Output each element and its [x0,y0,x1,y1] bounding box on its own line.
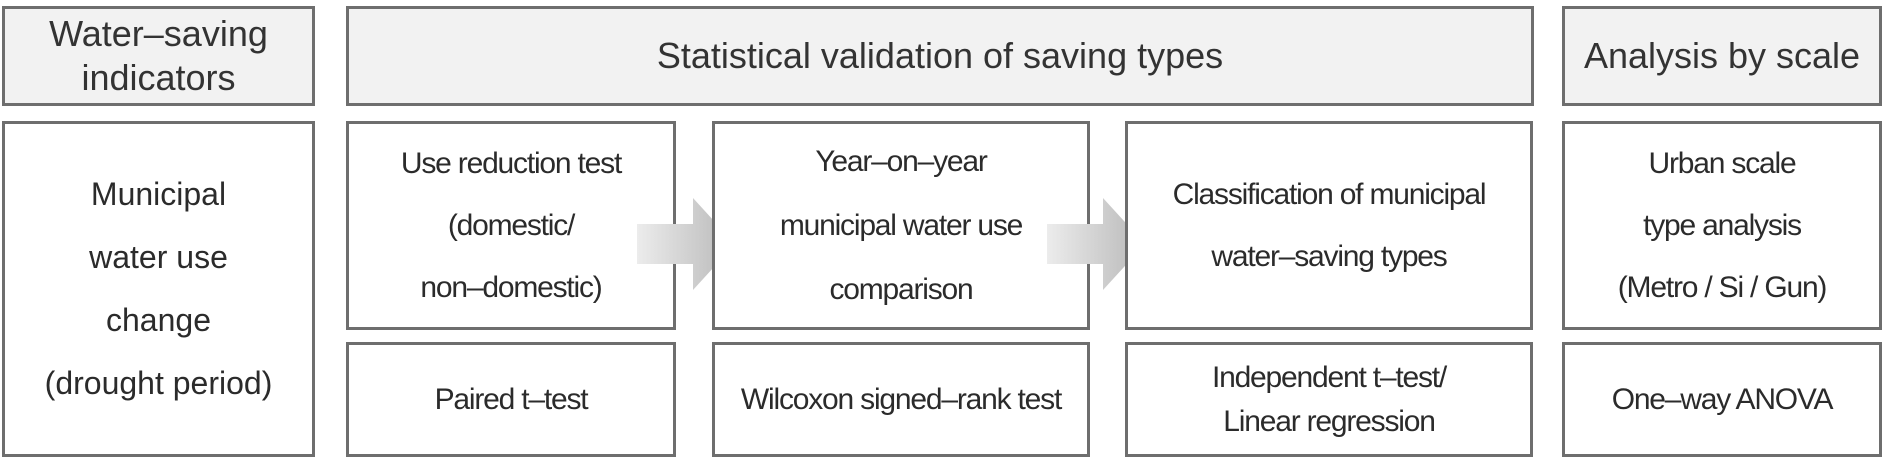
method-one-way-anova: One–way ANOVA [1562,342,1882,457]
method-line: Independent t–test/ [1211,360,1447,394]
arrow-right-icon [637,198,735,290]
step-line: municipal water use [779,208,1024,242]
indicator-line: (drought period) [44,365,273,401]
method-line: Wilcoxon signed–rank test [740,382,1062,416]
step-use-reduction-test: Use reduction test (domestic/ non–domest… [346,121,676,330]
step-line: comparison [829,272,973,306]
step-classification-of-types: Classification of municipal water–saving… [1125,121,1533,330]
step-line: Urban scale [1648,146,1797,180]
header-line: Water–saving [49,13,268,54]
indicator-line: Municipal [90,176,227,212]
header-line: Statistical validation of saving types [656,35,1224,76]
step-line: (Metro / Si / Gun) [1617,270,1828,304]
arrow-right-icon [1047,198,1145,290]
header-analysis-by-scale: Analysis by scale [1562,6,1882,106]
header-line: Analysis by scale [1583,35,1861,76]
step-line: Classification of municipal [1172,177,1487,211]
method-wilcoxon-test: Wilcoxon signed–rank test [712,342,1090,457]
indicator-line: change [106,302,211,338]
method-line: One–way ANOVA [1611,382,1834,416]
indicator-box: Municipal water use change (drought peri… [2,121,315,457]
step-line: non–domestic) [420,270,602,304]
step-line: (domestic/ [447,208,576,242]
step-line: Use reduction test [400,146,622,180]
method-paired-t-test: Paired t–test [346,342,676,457]
indicator-line: water use [89,239,228,275]
step-line: Year–on–year [815,144,988,178]
step-line: water–saving types [1211,239,1447,273]
method-independent-t-test: Independent t–test/ Linear regression [1125,342,1533,457]
header-line: indicators [81,57,236,98]
step-urban-scale-type-analysis: Urban scale type analysis (Metro / Si / … [1562,121,1882,330]
step-year-on-year-comparison: Year–on–year municipal water use compari… [712,121,1090,330]
method-line: Linear regression [1223,404,1436,438]
method-line: Paired t–test [434,382,589,416]
header-statistical-validation: Statistical validation of saving types [346,6,1534,106]
step-line: type analysis [1643,208,1802,242]
header-water-saving-indicators: Water–saving indicators [2,6,315,106]
